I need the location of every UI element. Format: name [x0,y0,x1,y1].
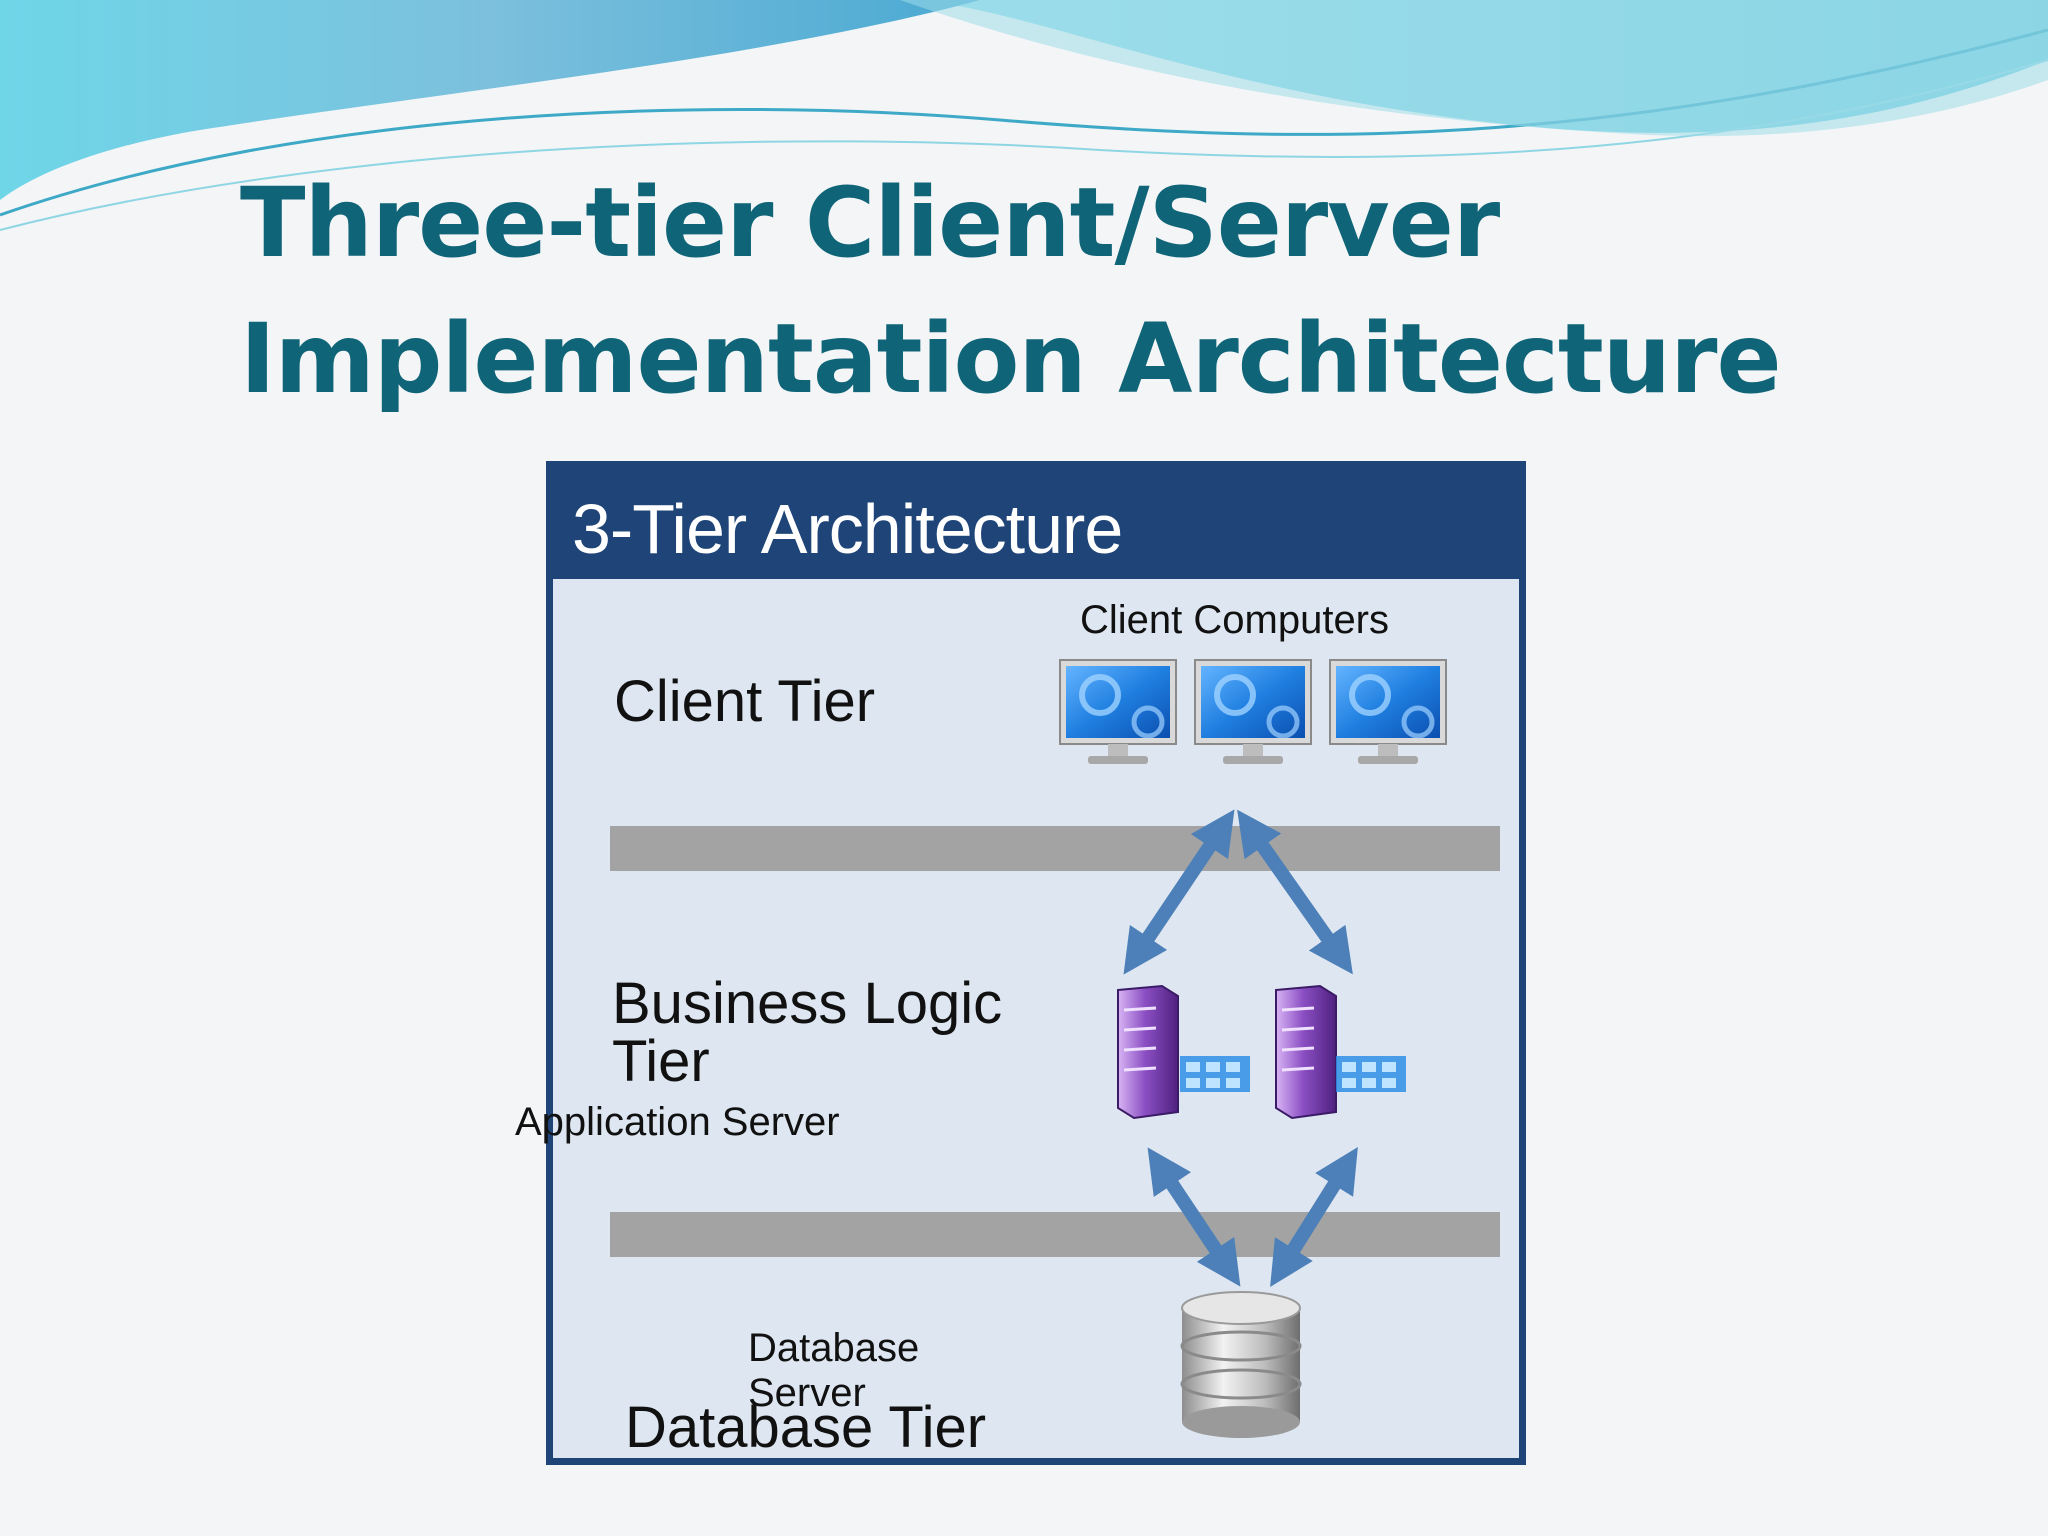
diagram-title: 3-Tier Architecture [572,490,1123,568]
client-tier-label: Client Tier [614,669,876,734]
slide-title-line-1: Three-tier Client/Server [240,167,1500,279]
application-server-label: Application Server [515,1100,840,1144]
diagram-header: 3-Tier Architecture [546,461,1526,579]
tier-divider-bottom [610,1212,1500,1257]
database-tier-label: Database Tier [625,1395,987,1458]
background-waves [0,0,2048,231]
business-logic-tier-label: Business Logic Tier [612,971,1003,1094]
database-server-label: Database Server [748,1326,920,1415]
diagram-panel: Client Tier Business Logic Tier Database… [553,579,1519,1458]
tier-divider-top [610,826,1500,871]
slide-title: Three-tier Client/Server Implementation … [240,155,1782,427]
client-computers-label: Client Computers [1080,598,1390,642]
slide-title-line-2: Implementation Architecture [240,303,1782,415]
